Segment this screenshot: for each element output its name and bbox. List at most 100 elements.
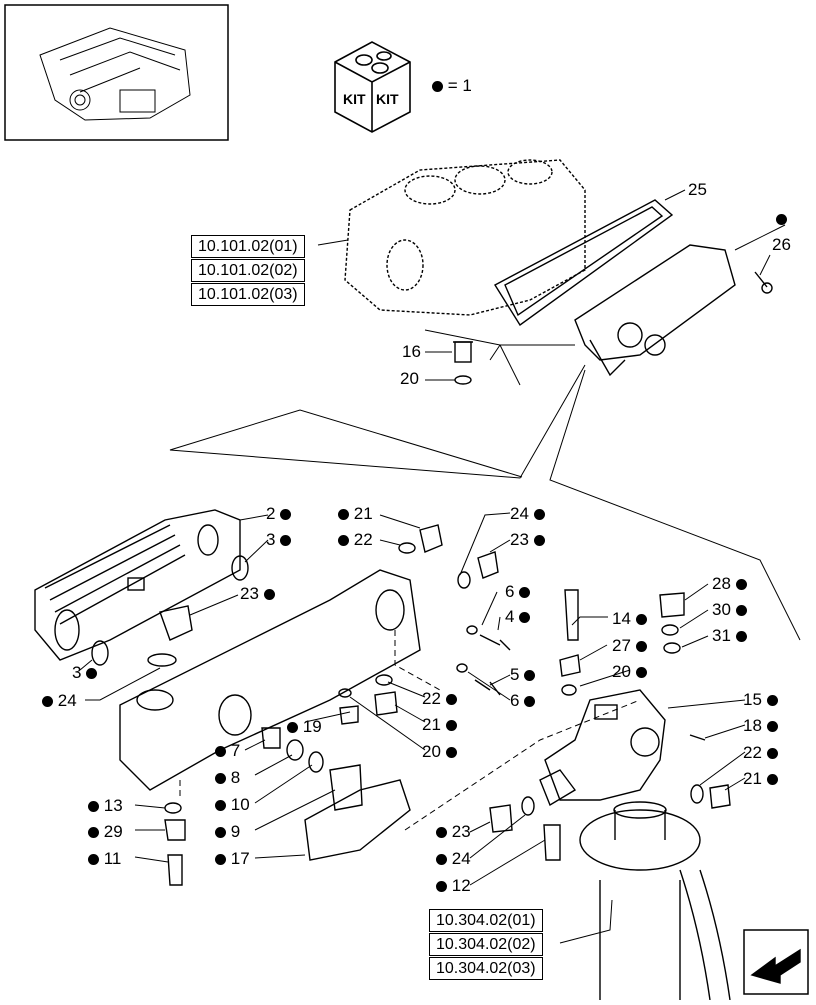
kit-dot-icon	[776, 214, 787, 226]
ref-top-2[interactable]: 10.101.02(02)	[191, 259, 305, 282]
ring-3a	[231, 555, 249, 581]
callout-leaders	[79, 189, 786, 944]
plug-29	[164, 819, 186, 841]
kit-dot-icon	[436, 854, 447, 866]
kit-dot-icon	[445, 720, 457, 732]
plug-7	[261, 727, 281, 749]
kit-dot-icon	[635, 614, 647, 626]
kit-dot-icon	[533, 535, 545, 547]
washer-20b	[561, 684, 577, 696]
kit-dot-icon	[215, 827, 226, 839]
kit-dot-icon	[635, 641, 647, 653]
callout-19: 19	[287, 718, 322, 736]
legend-quantity-text: = 1	[447, 76, 472, 95]
ring-24	[147, 653, 177, 667]
callout-26: 26	[772, 236, 791, 254]
callout-14: 14	[612, 610, 647, 628]
callout-number: 11	[103, 849, 122, 868]
kit-dot-icon	[735, 605, 747, 617]
plug-23b	[477, 551, 499, 579]
kit-dot-icon	[287, 722, 298, 734]
callout-20a: 20	[400, 370, 419, 388]
callout-22b: 22	[422, 690, 457, 708]
callout-number: 26	[772, 235, 791, 254]
oil-filter	[579, 801, 731, 1001]
plug-28	[659, 592, 685, 618]
callout-number: 19	[302, 717, 322, 736]
callout-4: 4	[505, 607, 531, 626]
sensor-14	[564, 589, 579, 641]
callout-17: 17	[215, 850, 250, 868]
kit-dot-icon	[88, 801, 99, 813]
ref-bottom-2[interactable]: 10.304.02(02)	[429, 933, 543, 956]
ring-24c	[521, 796, 535, 816]
plug-23a	[159, 605, 193, 641]
callout-number: 3	[72, 663, 82, 682]
ref-top-3[interactable]: 10.101.02(03)	[191, 283, 305, 306]
kit-dot-icon	[766, 748, 778, 760]
callout-2: 2	[266, 505, 292, 523]
callout-9: 9	[215, 823, 240, 841]
callout-number: 3	[266, 530, 276, 549]
callout-number: 7	[230, 741, 241, 760]
callout-number: 6	[510, 691, 520, 710]
kit-dot-icon	[533, 509, 545, 521]
callout-5: 5	[510, 666, 536, 684]
callout-3a: 3	[266, 530, 292, 549]
callout-22a: 22	[338, 531, 373, 549]
callout-7: 7	[215, 742, 240, 760]
ref-bottom-1[interactable]: 10.304.02(01)	[429, 909, 543, 932]
kit-dot-icon	[280, 535, 292, 547]
explosion-lines	[169, 329, 801, 641]
gasket-25	[494, 199, 674, 327]
nav-arrow-icon	[743, 929, 809, 995]
ref-top-1[interactable]: 10.101.02(01)	[191, 235, 305, 258]
callout-11: 11	[88, 850, 121, 868]
cooler-housing	[119, 569, 421, 791]
callout-number: 25	[688, 180, 707, 199]
callout-24c: 24	[436, 850, 471, 868]
callout-number: 21	[743, 769, 762, 788]
callout-25: 25	[688, 181, 707, 199]
kit-dot-icon	[338, 535, 349, 547]
callout-28: 28	[712, 575, 747, 593]
kit-dot-icon	[263, 589, 275, 601]
callout-6a: 6	[505, 582, 531, 601]
ref-bottom-3[interactable]: 10.304.02(03)	[429, 957, 543, 980]
kit-dot-icon	[215, 746, 226, 758]
callout-number: 24	[57, 691, 77, 710]
kit-label-b: KIT	[376, 91, 399, 107]
callout-number: 20	[422, 742, 441, 761]
callout-number: 6	[505, 582, 515, 601]
heat-exchanger	[34, 509, 241, 661]
kit-dot-icon	[88, 827, 99, 839]
bolt-26	[754, 271, 773, 294]
callout-number: 23	[510, 530, 529, 549]
callout-24b: 24	[510, 505, 545, 523]
ring-8	[286, 739, 304, 761]
kit-dot-icon	[519, 612, 531, 624]
callout-6b: 6	[510, 691, 536, 710]
plug-23c	[489, 804, 513, 833]
callout-23c: 23	[436, 823, 471, 841]
kit-dot-icon	[445, 747, 457, 759]
kit-dot-icon	[524, 670, 536, 682]
kit-dot-icon	[735, 579, 747, 591]
kit-dot-icon	[635, 667, 647, 679]
plug-21a	[419, 524, 443, 553]
plug-21b	[374, 691, 398, 716]
callout-23a: 23	[240, 585, 275, 603]
screw-4	[479, 634, 511, 651]
gasket-17	[304, 779, 411, 861]
callout-number: 9	[230, 822, 241, 841]
washer-22b	[375, 674, 393, 686]
plug-16	[453, 341, 473, 363]
kit-dot-icon	[436, 881, 447, 893]
callout-number: 24	[510, 504, 529, 523]
kit-dot-icon	[88, 854, 99, 866]
callout-number: 24	[451, 849, 471, 868]
callout-number: 14	[612, 609, 631, 628]
callout-number: 4	[505, 607, 515, 626]
